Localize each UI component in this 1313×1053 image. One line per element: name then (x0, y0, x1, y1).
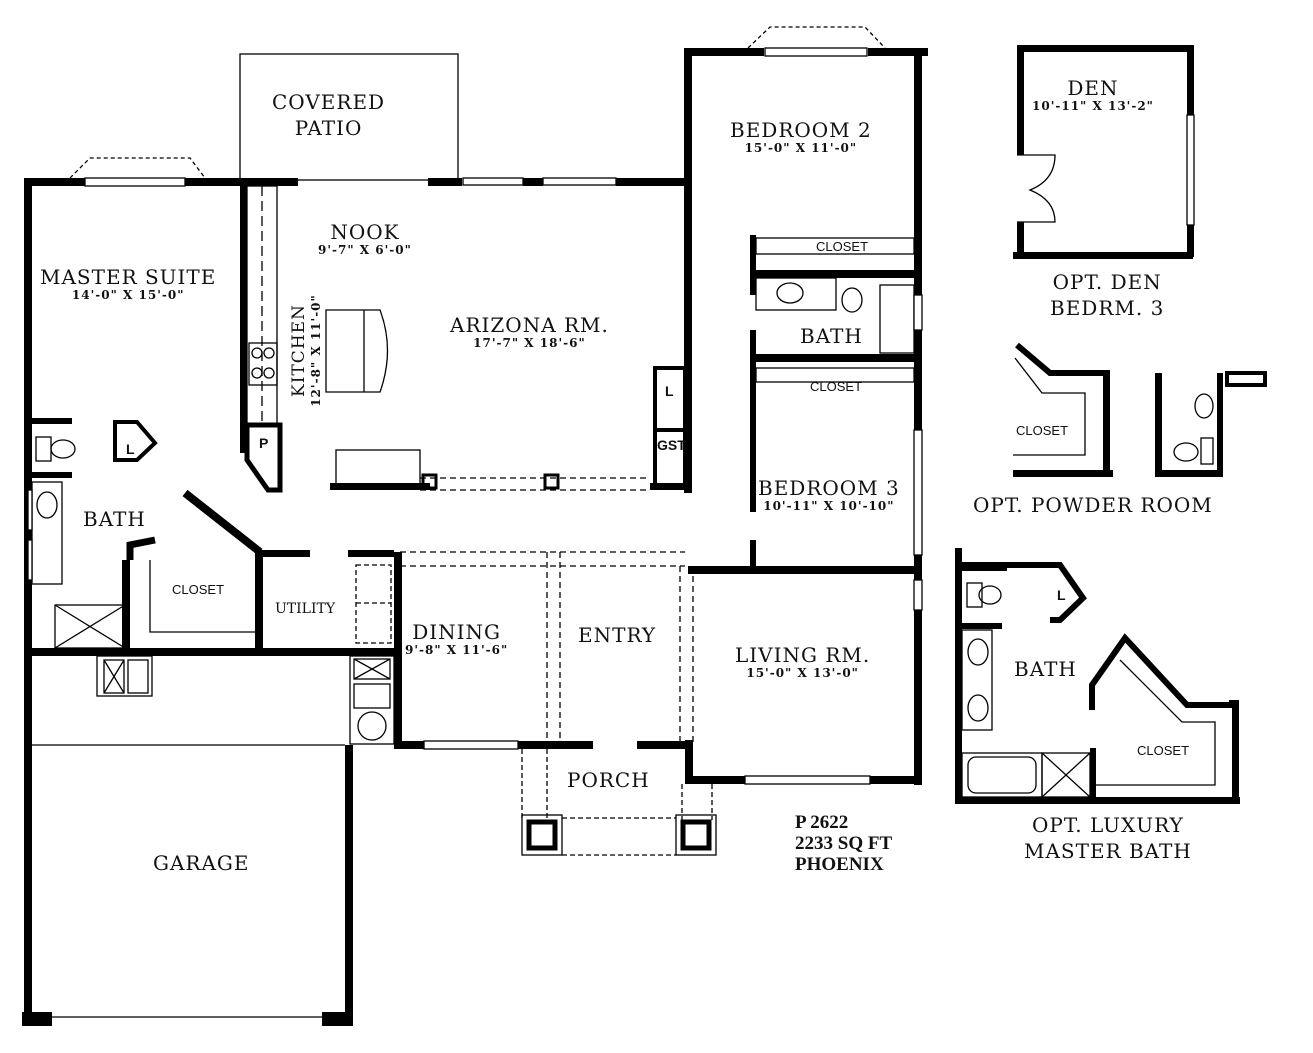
kitchen-dims: 12'-8" X 11'-0" (308, 294, 323, 407)
porch-label: PORCH (567, 768, 650, 792)
den-label: DEN 10'-11" X 13'-2" (1032, 78, 1154, 112)
luxury-linen-tag: L (1057, 587, 1066, 603)
den-name: DEN (1067, 76, 1119, 100)
bedroom2-label: BEDROOM 2 15'-0" X 11'-0" (730, 120, 872, 154)
nook-label: NOOK 9'-7" X 6'-0" (318, 222, 412, 256)
arizona-room-name: ARIZONA RM. (450, 313, 609, 337)
master-linen-tag: L (126, 441, 135, 457)
dining-dims: 9'-8" X 11'-6" (405, 643, 509, 657)
luxury-closet-label: CLOSET (1137, 743, 1190, 758)
arizona-room-label: ARIZONA RM. 17'-7" X 18'-6" (450, 315, 609, 349)
living-room-name: LIVING RM. (735, 643, 871, 667)
arizona-room-dims: 17'-7" X 18'-6" (473, 336, 586, 350)
living-room-label: LIVING RM. 15'-0" X 13'-0" (735, 645, 870, 679)
fixtures-and-details (27, 26, 1267, 1018)
bedroom2-name: BEDROOM 2 (730, 118, 872, 142)
bedroom3-closet-label: CLOSET (810, 379, 863, 394)
square-feet: 2233 SQ FT (795, 833, 893, 854)
master-suite-label: MASTER SUITE 14'-0" X 15'-0" (40, 267, 216, 301)
model-name: PHOENIX (795, 854, 884, 875)
living-room-dims: 15'-0" X 13'-0" (746, 666, 859, 680)
kitchen-name: KITCHEN (288, 304, 309, 397)
dining-name: DINING (412, 620, 502, 644)
bedroom3-dims: 10'-11" X 10'-10" (763, 499, 895, 513)
master-suite-dims: 14'-0" X 15'-0" (71, 288, 185, 302)
utility-label: UTILITY (275, 601, 336, 617)
covered-patio-line1: COVERED (272, 90, 386, 114)
luxury-bath-label: BATH (1014, 657, 1077, 681)
bedroom2-closet-label: CLOSET (816, 239, 869, 254)
covered-patio-label: COVERED PATIO (272, 92, 385, 138)
opt-den-caption2: BEDRM. 3 (1050, 296, 1165, 320)
bedroom3-name: BEDROOM 3 (758, 476, 900, 500)
master-closet-label: CLOSET (172, 582, 225, 597)
hall-bath-label: BATH (800, 324, 863, 348)
master-suite-name: MASTER SUITE (40, 265, 217, 289)
den-dims: 10'-11" X 13'-2" (1032, 99, 1154, 113)
dining-label: DINING 9'-8" X 11'-6" (405, 622, 508, 656)
plan-number: P 2622 (795, 812, 849, 833)
opt-luxury-caption2: MASTER BATH (1024, 839, 1192, 863)
nook-name: NOOK (330, 220, 400, 244)
master-bath-label: BATH (83, 507, 146, 531)
exterior-walls (22, 45, 1240, 1026)
opt-powder-room-caption: OPT. POWDER ROOM (973, 493, 1213, 517)
garage-label: GARAGE (153, 851, 250, 875)
linen-tag: L (665, 383, 674, 399)
entry-label: ENTRY (578, 623, 657, 647)
guest-closet-tag: GST (657, 437, 686, 453)
opt-luxury-caption: OPT. LUXURY MASTER BATH (1024, 815, 1192, 861)
kitchen-label: KITCHEN 12'-8" X 11'-0" (288, 294, 323, 407)
opt-den-caption1: OPT. DEN (1052, 270, 1162, 294)
plan-info: P 2622 2233 SQ FT PHOENIX (795, 812, 892, 875)
powder-closet-label: CLOSET (1016, 423, 1069, 438)
bedroom2-dims: 15'-0" X 11'-0" (744, 141, 858, 155)
opt-den-caption: OPT. DEN BEDRM. 3 (1050, 272, 1164, 318)
covered-patio-line2: PATIO (294, 116, 363, 140)
pantry-tag: P (259, 435, 269, 451)
bedroom3-label: BEDROOM 3 10'-11" X 10'-10" (758, 478, 900, 512)
nook-dims: 9'-7" X 6'-0" (318, 243, 412, 257)
opt-luxury-caption1: OPT. LUXURY (1032, 813, 1184, 837)
